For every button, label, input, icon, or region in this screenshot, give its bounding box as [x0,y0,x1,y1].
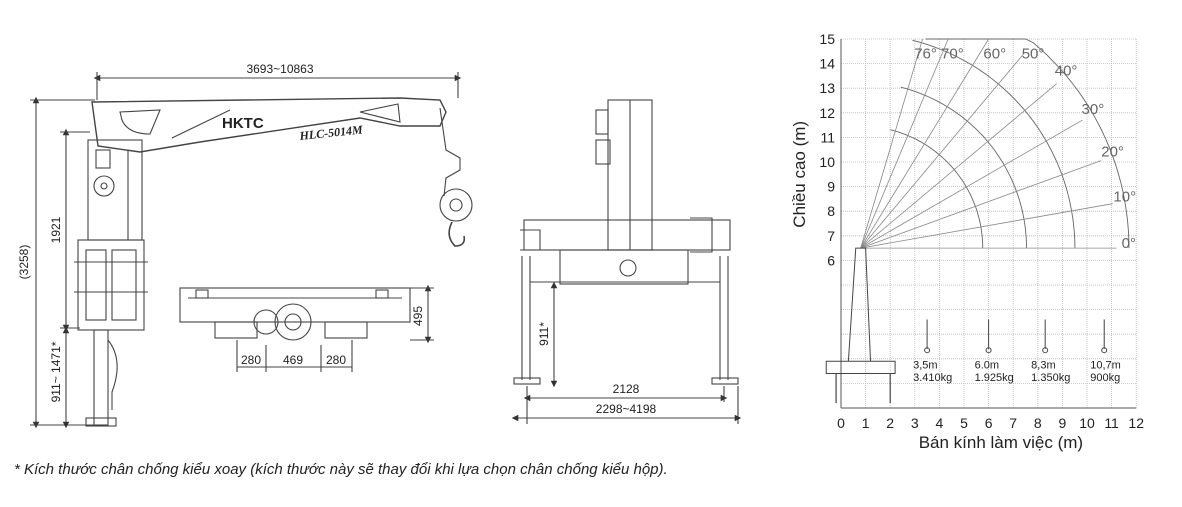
front-view: 911* 2128 2298~4198 [511,99,742,424]
hook [448,221,466,247]
top-view: 495 280 469 280 [179,284,434,372]
load-hook [924,347,931,354]
outrigger-leg [93,329,109,426]
x-tick-label: 12 [1128,415,1144,431]
hook-block [439,188,473,222]
y-tick-label: 11 [820,129,835,145]
y-axis-title: Chiều cao (m) [790,121,809,228]
angle-line [860,160,1102,249]
angle-line [860,83,1057,249]
column-height-label: 1921 [49,216,63,243]
x-tick-label: 7 [1009,415,1017,431]
model-name: HLC-5014M [298,122,364,143]
boom [91,97,447,153]
load-hook [1042,347,1049,354]
total-height-label: (3258) [17,245,31,280]
load-radius-label: 8,3m [1031,360,1055,372]
top-view-height-label: 495 [411,306,425,326]
x-tick-label: 9 [1059,415,1067,431]
angle-line [860,119,1083,249]
footnote: * Kích thước chân chống kiểu xoay (kích … [14,461,668,478]
crane-column-silhouette [847,247,872,362]
angle-line [860,51,1026,249]
range-arc [912,39,1076,249]
load-capacity-label: 900kg [1090,372,1120,384]
top-view-frame [179,287,411,323]
y-tick-label: 14 [819,56,835,72]
side-view: 3693~10863 (3258) 1921 911~ 1471* HKTC H… [17,62,473,429]
load-hook [1101,347,1108,354]
range-arc [925,38,1130,249]
angle-label: 70° [941,46,964,63]
angle-label: 10° [1113,189,1136,206]
x-axis-title: Bán kính làm việc (m) [919,433,1083,452]
x-tick-label: 2 [886,415,894,431]
angle-line [860,38,989,249]
front-span-label: 2298~4198 [596,402,657,416]
crane-legs-silhouette [835,373,891,404]
y-tick-label: 15 [819,31,835,47]
angle-label: 50° [1022,46,1045,63]
range-arc [900,86,1027,249]
front-frame [523,219,731,251]
y-tick-label: 12 [819,105,835,121]
logo-text: HKTC [222,115,264,132]
y-tick-label: 13 [819,80,835,96]
load-capacity-label: 1.925kg [975,372,1014,384]
hook-cable [439,107,461,197]
y-tick-label: 8 [827,203,835,219]
front-width-label: 2128 [613,382,640,396]
top-view-dim-1: 280 [241,353,261,367]
x-tick-label: 1 [862,415,870,431]
x-tick-label: 6 [985,415,993,431]
boom-length-label: 3693~10863 [246,62,313,76]
load-radius-label: 3,5m [913,360,937,372]
angle-label: 76° [914,46,937,63]
angle-line [860,203,1113,249]
angle-label: 0° [1122,235,1136,252]
load-capacity-label: 3.410kg [913,372,952,384]
load-capacity-label: 1.350kg [1031,372,1070,384]
load-chart: 76°70° 60° 50° 40° 30° 20° 10° 0° 3,5m3.410kg 6.0… [790,31,1144,452]
angle-line [860,38,949,249]
angle-label: 20° [1101,143,1124,160]
x-tick-label: 8 [1034,415,1042,431]
x-tick-label: 0 [837,415,845,431]
range-arc [890,129,984,249]
hktc-logo: HKTC [222,115,264,132]
x-tick-label: 5 [960,415,968,431]
load-hook [985,347,992,354]
angle-label: 40° [1055,63,1078,80]
y-tick-label: 7 [827,228,835,244]
top-view-dim-3: 280 [326,353,346,367]
load-radius-label: 6.0m [975,360,999,372]
x-tick-label: 3 [911,415,919,431]
y-tick-label: 6 [827,252,835,268]
slewing-ring [253,309,279,335]
angle-label: 60° [983,46,1006,63]
outrigger-height-label: 911~ 1471* [49,341,63,402]
crane-base-silhouette [825,360,896,375]
x-tick-label: 11 [1104,415,1119,431]
load-radius-label: 10,7m [1090,360,1121,372]
angle-label: 30° [1082,101,1105,118]
angle-line [860,38,923,249]
top-view-dim-2: 469 [283,353,303,367]
y-tick-label: 9 [827,179,835,195]
front-height-label: 911* [537,322,551,346]
crane-base [77,239,145,331]
x-tick-label: 4 [936,415,944,431]
x-tick-label: 10 [1079,415,1095,431]
y-tick-label: 10 [819,154,835,170]
